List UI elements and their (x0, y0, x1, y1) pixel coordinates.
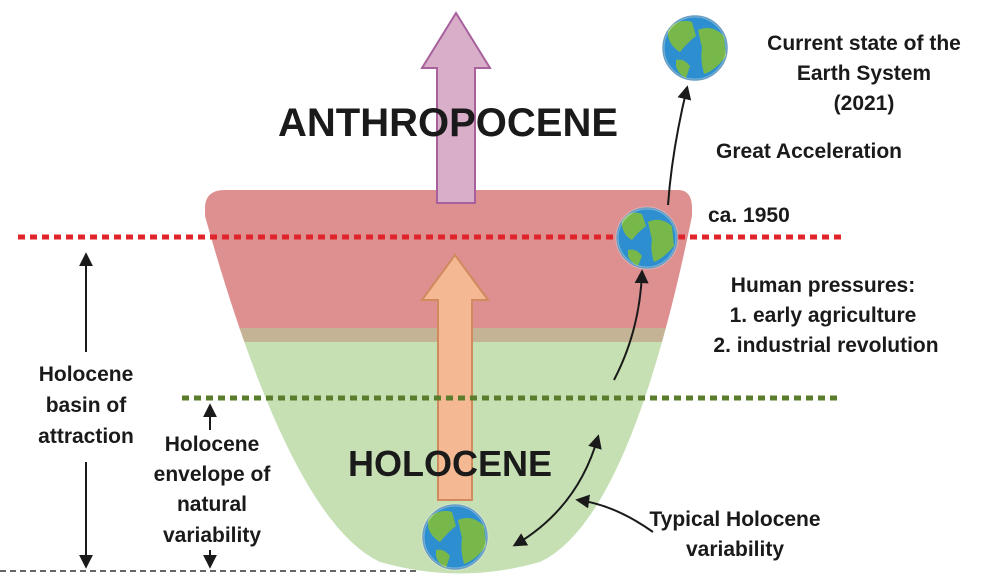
current-state-line-1: Current state of the (767, 32, 961, 55)
ca-1950-label: ca. 1950 (708, 204, 790, 227)
human-pressures-item-2: 2. industrial revolution (713, 334, 938, 357)
basin-line-2: basin of (46, 394, 128, 417)
envelope-line-2: envelope of (154, 463, 272, 486)
basin-line-1: Holocene (39, 363, 134, 386)
current-state-line-2: Earth System (797, 62, 931, 85)
anthropocene-title: ANTHROPOCENE (278, 101, 618, 145)
great-acceleration-label: Great Acceleration (716, 140, 902, 163)
basin-line-3: attraction (38, 425, 134, 448)
human-pressures-label: Human pressures: 1. early agriculture 2.… (713, 274, 938, 357)
typical-variability-line-1: Typical Holocene (649, 508, 820, 531)
envelope-line-1: Holocene (165, 433, 260, 456)
envelope-line-3: natural (177, 493, 247, 516)
typical-variability-label: Typical Holocene variability (649, 508, 820, 561)
human-pressures-heading: Human pressures: (731, 274, 915, 297)
current-state-line-3: (2021) (834, 92, 895, 115)
earth-globe-icon (423, 505, 487, 569)
earth-globe-icon (663, 16, 727, 80)
holocene-title: HOLOCENE (348, 443, 552, 484)
envelope-label: Holocene envelope of natural variability (154, 433, 272, 547)
current-state-label: Current state of the Earth System (2021) (767, 32, 961, 115)
earth-globe-icon (617, 208, 677, 268)
envelope-line-4: variability (163, 524, 261, 547)
typical-variability-line-2: variability (686, 538, 784, 561)
trajectory-arrow-great-acceleration (668, 88, 687, 205)
human-pressures-item-1: 1. early agriculture (730, 304, 917, 327)
basin-of-attraction-label: Holocene basin of attraction (38, 363, 134, 448)
